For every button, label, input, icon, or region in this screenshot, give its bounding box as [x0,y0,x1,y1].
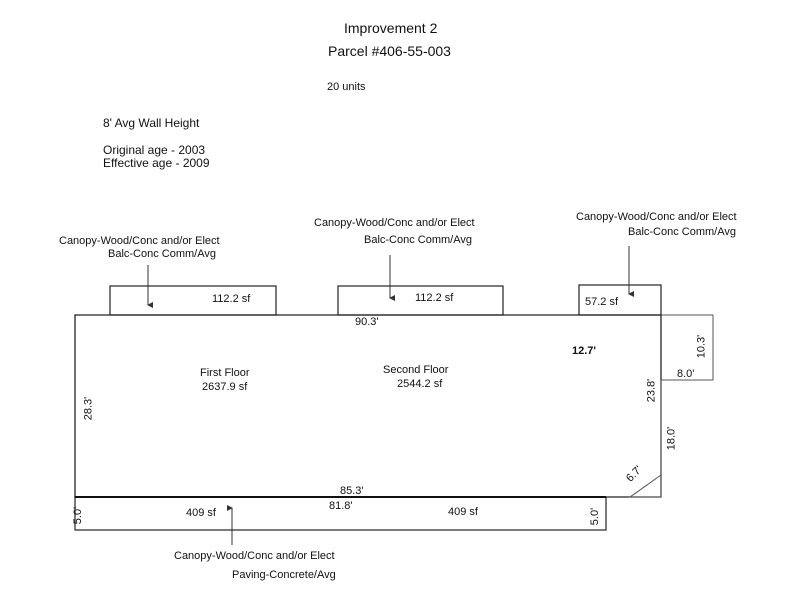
paving-right-area: 409 sf [448,506,478,518]
units-count: 20 units [327,81,366,93]
dim-right-upper: 23.8' [645,378,658,403]
building-outline [74,314,662,498]
callout-right-line1: Canopy-Wood/Conc and/or Elect [576,211,737,223]
effective-age-note: Effective age - 2009 [103,156,210,170]
wall-height-note: 8' Avg Wall Height [103,116,200,130]
callout-mid-line1: Canopy-Wood/Conc and/or Elect [314,217,475,229]
dim-paving-left-depth: 5.0' [72,506,85,525]
dim-notch-height: 10.3' [695,334,708,359]
callout-bottom-line2: Paving-Concrete/Avg [232,569,336,581]
second-floor-area: 2544.2 sf [397,378,443,390]
callout-left-line2: Balc-Conc Comm/Avg [108,248,216,260]
dim-paving-length: 81.8' [329,500,353,512]
balcony-right [578,284,662,316]
balcony-mid [337,285,504,316]
right-lower-outline [628,380,662,498]
second-floor-label: Second Floor [383,364,449,376]
original-age-note: Original age - 2003 [103,143,206,157]
dim-left: 28.3' [82,396,95,421]
paving-left-area: 409 sf [186,507,216,519]
callout-left-line1: Canopy-Wood/Conc and/or Elect [59,235,220,247]
parcel-number: Parcel #406-55-003 [328,43,451,59]
dim-paving-right-depth: 5.0' [589,507,602,526]
dim-right-lower: 18.0' [665,426,678,451]
callout-right-line2: Balc-Conc Comm/Avg [628,226,736,238]
first-floor-label: First Floor [200,367,250,379]
improvement-title: Improvement 2 [344,20,438,36]
dim-bottom-main: 85.3' [340,485,364,497]
dim-notch-top: 12.7' [572,345,597,357]
dim-top: 90.3' [355,316,379,328]
notch-outline [661,314,714,381]
first-floor-area: 2637.9 sf [202,381,248,393]
balcony-left-area: 112.2 sf [212,293,251,305]
balcony-mid-area: 112.2 sf [415,292,454,304]
balcony-left [109,285,277,316]
callout-bottom-line1: Canopy-Wood/Conc and/or Elect [174,550,335,562]
callout-mid-line2: Balc-Conc Comm/Avg [364,234,472,246]
balcony-right-area: 57.2 sf [585,296,619,308]
dim-notch-width: 8.0' [677,368,695,380]
